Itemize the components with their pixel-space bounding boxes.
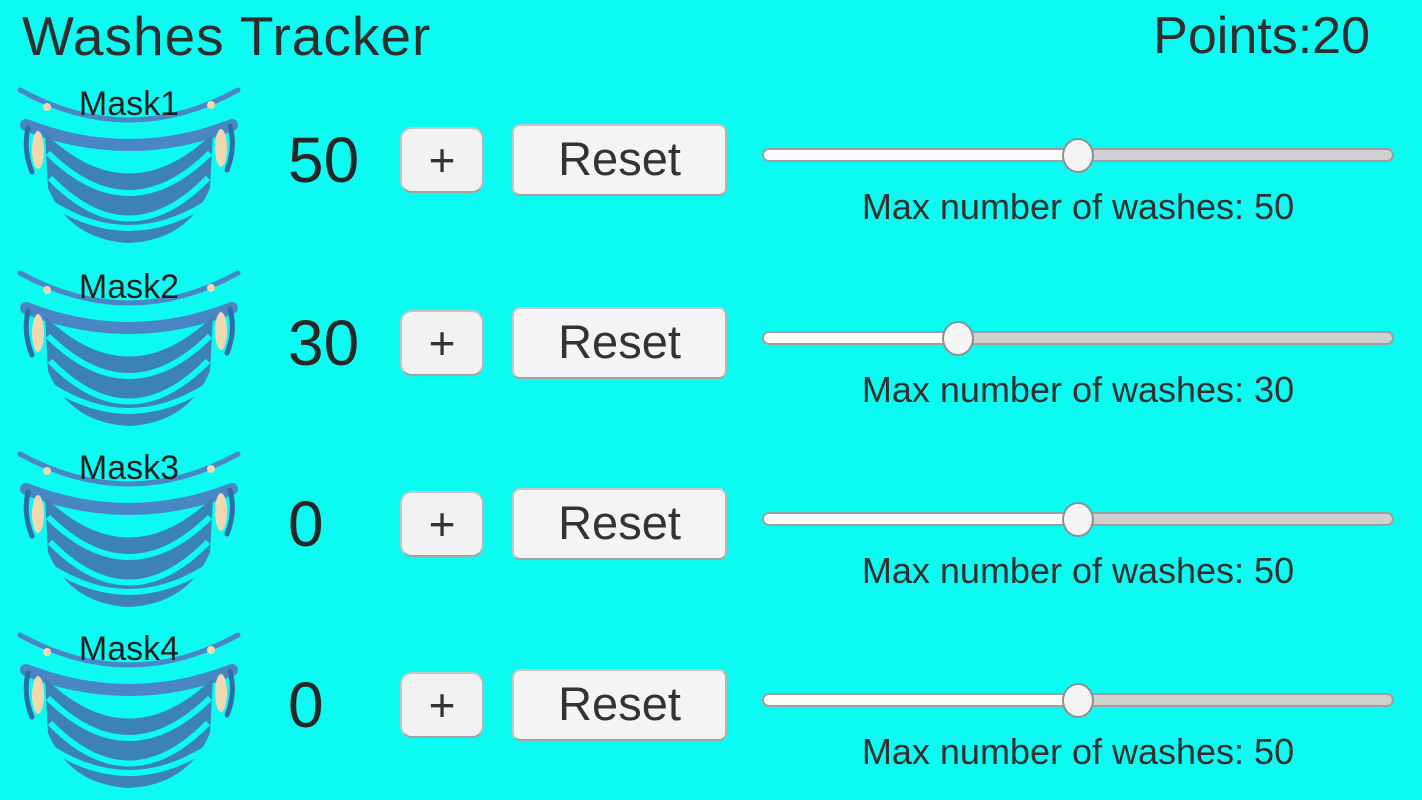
slider-fill (764, 695, 1080, 705)
max-washes-slider[interactable] (762, 134, 1394, 178)
mask-icon: Mask3 (14, 442, 244, 610)
face-mask-icon (17, 87, 241, 243)
increment-button[interactable]: + (400, 491, 484, 557)
max-washes-label: Max number of washes: 50 (861, 731, 1295, 772)
max-washes-slider[interactable] (762, 679, 1394, 723)
mask-name-label: Mask1 (78, 85, 180, 123)
reset-button[interactable]: Reset (512, 307, 727, 379)
mask-row: Mask3 0 + Reset Max number of washes: 50 (0, 442, 1422, 623)
points-display: Points:20 (1153, 6, 1370, 66)
points-value: 20 (1312, 7, 1370, 65)
wash-count: 0 (288, 669, 324, 741)
slider-thumb[interactable] (1062, 683, 1094, 718)
mask-name-label: Mask2 (78, 268, 180, 306)
slider-track[interactable] (762, 331, 1394, 345)
mask-name-label: Mask4 (78, 630, 180, 668)
mask-icon: Mask1 (14, 78, 244, 246)
max-washes-slider[interactable] (762, 317, 1394, 361)
reset-button[interactable]: Reset (512, 669, 727, 741)
increment-button[interactable]: + (400, 310, 484, 376)
slider-thumb[interactable] (1062, 502, 1094, 537)
face-mask-icon (17, 632, 241, 788)
max-washes-label: Max number of washes: 30 (861, 369, 1295, 410)
slider-fill (764, 150, 1080, 160)
face-mask-icon (17, 270, 241, 426)
mask-row: Mask2 30 + Reset Max number of washes: 3… (0, 261, 1422, 442)
mask-icon: Mask4 (14, 623, 244, 791)
page-title: Washes Tracker (22, 5, 432, 67)
slider-fill (764, 333, 960, 343)
wash-count: 0 (288, 488, 324, 560)
increment-button[interactable]: + (400, 672, 484, 738)
wash-count: 30 (288, 307, 360, 379)
max-washes-label: Max number of washes: 50 (861, 550, 1295, 591)
mask-icon: Mask2 (14, 261, 244, 429)
wash-count: 50 (288, 124, 360, 196)
max-washes-label: Max number of washes: 50 (861, 186, 1295, 227)
face-mask-icon (17, 451, 241, 607)
reset-button[interactable]: Reset (512, 124, 727, 196)
mask-row: Mask4 0 + Reset Max number of washes: 50 (0, 623, 1422, 800)
max-washes-slider[interactable] (762, 498, 1394, 542)
increment-button[interactable]: + (400, 127, 484, 193)
slider-thumb[interactable] (942, 321, 974, 356)
mask-row: Mask1 50 + Reset Max number of washes: 5… (0, 78, 1422, 259)
points-label: Points: (1153, 7, 1313, 65)
slider-thumb[interactable] (1062, 138, 1094, 173)
mask-name-label: Mask3 (78, 449, 180, 487)
slider-fill (764, 514, 1080, 524)
reset-button[interactable]: Reset (512, 488, 727, 560)
